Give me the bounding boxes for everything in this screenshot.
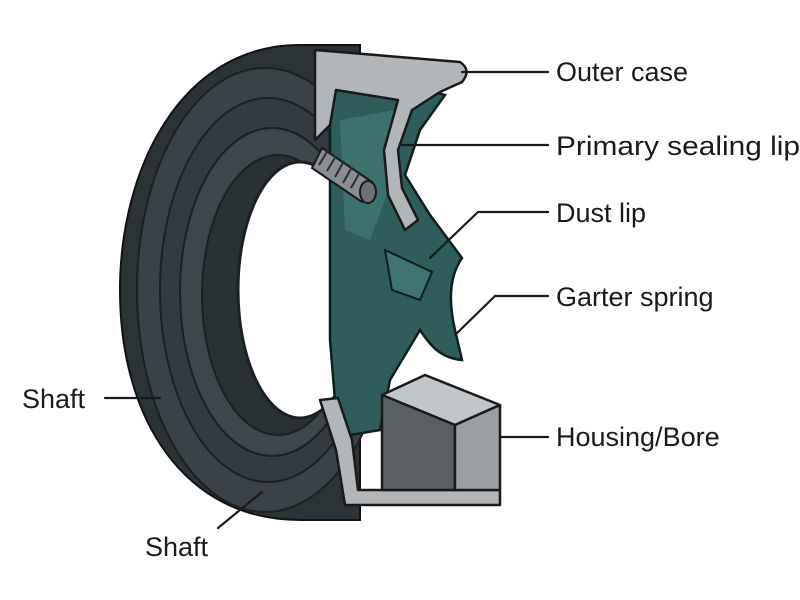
leader-dust-lip xyxy=(428,210,550,260)
spring-end xyxy=(359,180,377,204)
outer-case-metal xyxy=(313,48,468,232)
label-housing-bore: Housing/Bore xyxy=(556,422,720,452)
dust-lip-shape xyxy=(383,248,434,302)
seal-cross-section xyxy=(328,83,464,437)
leader-garter-spring xyxy=(453,294,550,337)
label-shaft-left: Shaft xyxy=(22,384,86,414)
spring-body xyxy=(310,146,374,204)
label-primary-sealing-lip: Primary sealing lip xyxy=(556,131,800,161)
housing-block xyxy=(380,373,502,492)
label-outer-case: Outer case xyxy=(556,57,688,87)
label-garter-spring: Garter spring xyxy=(556,282,714,312)
spring-coil xyxy=(334,160,345,178)
label-shaft-bottom: Shaft xyxy=(145,532,209,562)
spring-coil xyxy=(318,149,329,166)
teal-lip-highlight xyxy=(340,110,395,240)
spring-coil xyxy=(342,166,353,184)
leader-shaft-bottom xyxy=(216,490,264,530)
leader-lines xyxy=(103,70,550,530)
garter-spring xyxy=(310,146,377,204)
callout-labels: Outer case Primary sealing lip Dust lip … xyxy=(22,57,800,562)
label-dust-lip: Dust lip xyxy=(556,198,646,228)
housing-side-face xyxy=(453,403,502,492)
spring-coil xyxy=(350,171,361,189)
spring-coil xyxy=(326,155,337,172)
